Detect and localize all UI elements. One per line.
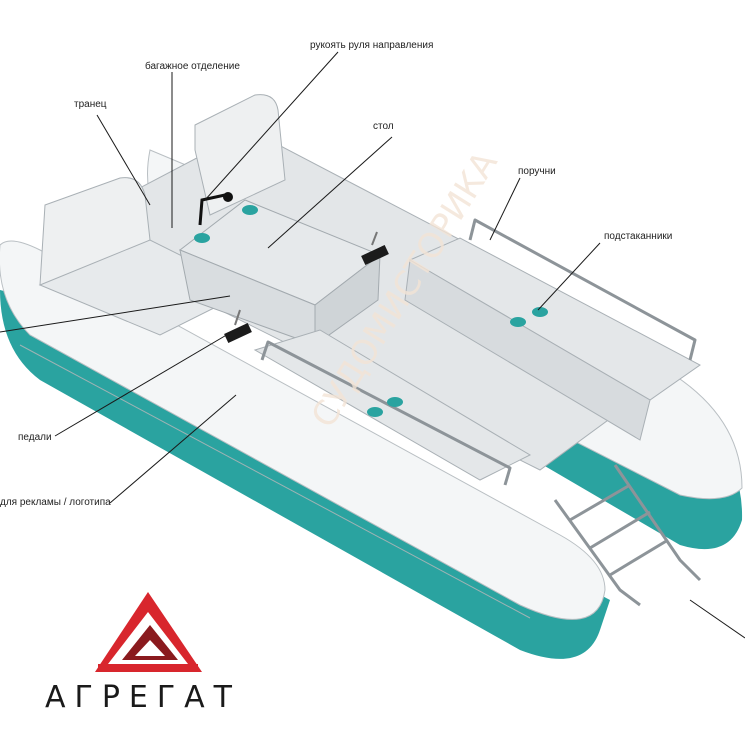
cupholder-4: [532, 307, 548, 317]
labels: рукоять руля направления багажное отделе…: [0, 40, 672, 508]
boarding-ladder: [553, 464, 702, 607]
label-advertising: для рекламы / логотипа: [0, 497, 111, 508]
left-pontoon-waterline: [19, 344, 531, 619]
triangle-logo-icon: [95, 592, 202, 672]
label-transom: транец: [74, 99, 107, 110]
label-trunk: багажное отделение: [145, 60, 240, 72]
cupholder-3: [510, 317, 526, 327]
leader-lines: [0, 51, 745, 639]
front-bench-side: [404, 259, 651, 441]
cupholder-2: [242, 205, 258, 215]
right-handrail: [468, 218, 697, 361]
pedals: [224, 231, 389, 344]
cupholder-5: [367, 407, 383, 417]
label-cupholders: подстаканники: [604, 231, 672, 242]
brand-logo: АГРЕГАТ: [45, 592, 241, 715]
label-handrails: поручни: [518, 166, 556, 177]
rear-seat-back-right: [194, 94, 286, 216]
cupholder-1: [194, 233, 210, 243]
catamaran-illustration: [0, 94, 743, 659]
left-pontoon-top: [0, 240, 606, 620]
logo-name: АГРЕГАТ: [45, 680, 241, 715]
label-pedals: педали: [18, 432, 52, 443]
label-rudder-handle: рукоять руля направления: [310, 40, 433, 51]
label-table: стол: [373, 121, 394, 132]
cupholder-6: [387, 397, 403, 407]
rudder-handle: [198, 192, 233, 226]
